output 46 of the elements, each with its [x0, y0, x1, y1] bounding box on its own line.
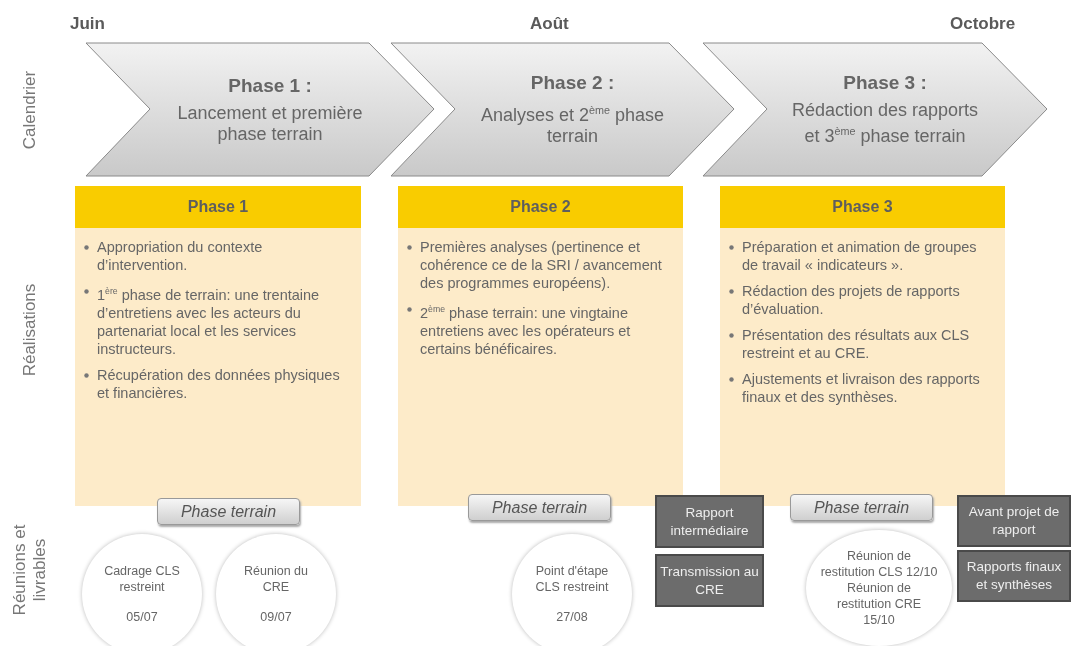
panel-header: Phase 3: [720, 186, 1005, 228]
month-label: Août: [530, 14, 569, 34]
meeting-text: Cadrage CLS restreint: [103, 563, 181, 595]
meeting-text: Point d'étape CLS restreint: [534, 563, 610, 595]
deliverable-box: Transmission au CRE: [655, 554, 764, 607]
meeting-date: 27/08: [555, 609, 589, 625]
phase-tab: Phase terrain: [157, 498, 300, 525]
meeting-circle: [82, 534, 202, 646]
deliverable-box: Rapport intermédiaire: [655, 495, 764, 548]
row-label: Calendrier: [20, 69, 40, 152]
bullet-text: Ajustements et livraison des rapports finaux et des synthèses.: [742, 371, 980, 405]
phase-description: Analyses et 2$^{ème}$ phase terrain: [479, 103, 666, 147]
deliverable-box: Rapports finaux et synthèses: [957, 550, 1071, 602]
phase-description: Lancement et première phase terrain: [176, 102, 364, 145]
phase-tab: Phase terrain: [468, 494, 611, 521]
phase-panel: [75, 186, 361, 506]
bullet-text: Récupération des données physiques et financières.: [97, 366, 340, 401]
bullet-text: 2$^{ème}$ phase terrain: une vingtaine entretiens avec les opérateurs et certains bénéficaires.: [420, 304, 631, 357]
phase-banner: [85, 42, 435, 177]
panel-header: Phase 2: [398, 186, 683, 228]
deliverable-box: Avant projet de rapport: [957, 495, 1071, 547]
meeting-circle: [216, 534, 336, 646]
meeting-date: Réunion de restitution CRE 15/10: [835, 580, 923, 628]
meeting-date: 09/07: [259, 609, 293, 625]
bullet-text: 1$^{ère}$ phase de terrain: une trentaine d’entretiens avec les acteurs du partenariat local et les services instructeurs.: [97, 286, 320, 357]
bullet-text: Rédaction des projets de rapports d’évaluation.: [742, 283, 960, 317]
phase-heading: Phase 1 :: [228, 74, 312, 97]
meeting-text: Réunion du CRE: [243, 563, 309, 595]
bullet-text: Préparation et animation de groupes de travail « indicateurs ».: [742, 239, 977, 273]
phase-description: Rédaction des rapports et 3$^{ème}$ phase terrain: [790, 100, 980, 147]
phase-banner: [390, 42, 735, 177]
bullet-text: Présentation des résultats aux CLS restreint et au CRE.: [742, 327, 970, 361]
phase-tab: Phase terrain: [790, 494, 933, 521]
bullet-text: Appropriation du contexte d’intervention.: [97, 239, 263, 273]
phase-heading: Phase 3 :: [843, 72, 927, 94]
meeting-date: 05/07: [125, 609, 159, 625]
meeting-text: Réunion de restitution CLS 12/10: [819, 548, 939, 580]
meeting-circle: [512, 534, 632, 646]
bullet-text: Premières analyses (pertinence et cohérence ce de la SRI / avancement des programmes européens).: [420, 239, 662, 291]
panel-header: Phase 1: [75, 186, 361, 228]
month-label: Octobre: [950, 14, 1016, 34]
phase-banner: [702, 42, 1048, 177]
row-label: Réunions et livrables: [10, 523, 50, 618]
phase-heading: Phase 2 :: [530, 72, 615, 94]
row-label: Réalisations: [20, 282, 40, 379]
month-label: Juin: [70, 14, 105, 34]
